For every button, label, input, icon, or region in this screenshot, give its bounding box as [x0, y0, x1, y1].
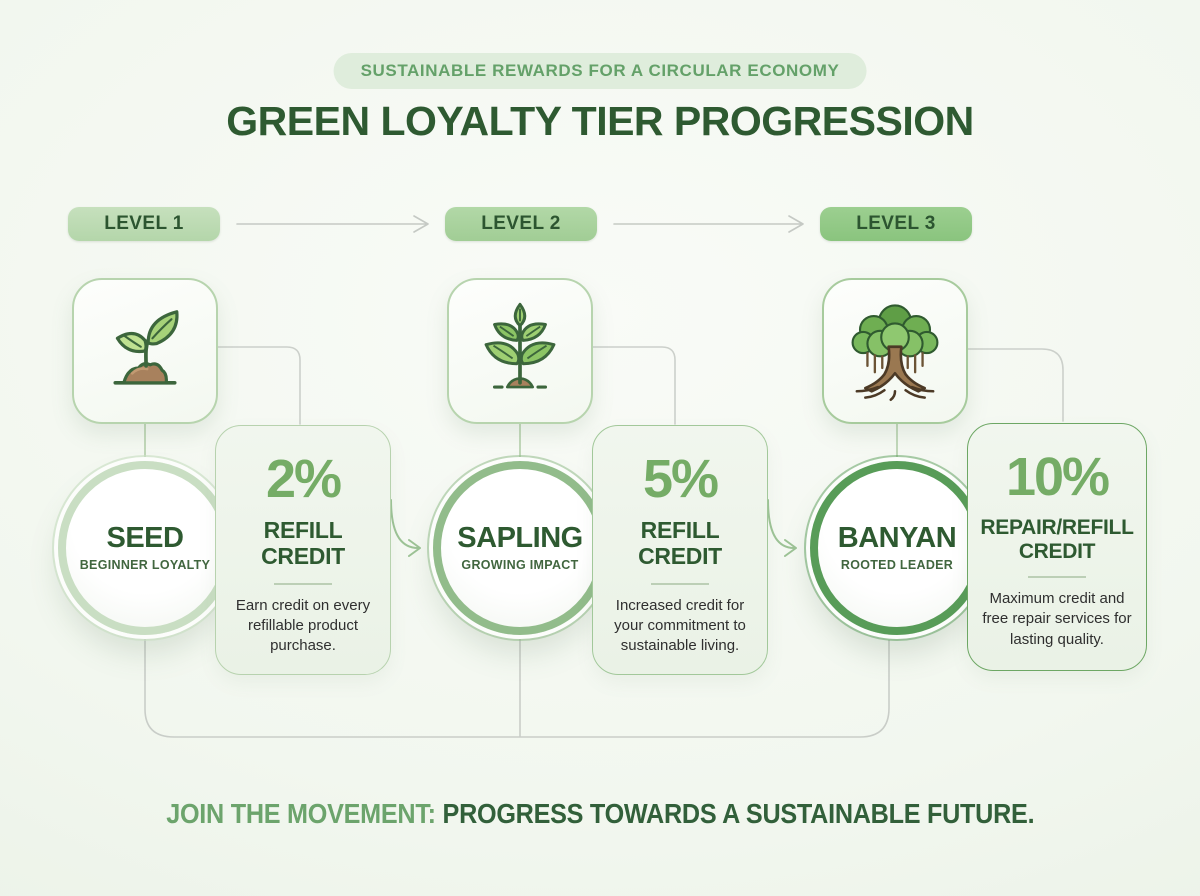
- card-to-circle-arrow-2-icon: [767, 499, 797, 557]
- tier1-subtitle: BEGINNER LOYALTY: [79, 558, 211, 572]
- level-3-pill: LEVEL 3: [820, 207, 972, 241]
- tier3-circle: BANYAN ROOTED LEADER: [810, 461, 984, 635]
- bottom-loop-connector: [144, 636, 890, 738]
- level-arrow-1-icon: [236, 215, 429, 233]
- sapling-icon: [484, 302, 556, 389]
- eyebrow-badge: SUSTAINABLE REWARDS FOR A CIRCULAR ECONO…: [333, 53, 867, 89]
- tier3-name: BANYAN: [837, 522, 957, 554]
- divider: [651, 582, 709, 585]
- divider: [1028, 576, 1086, 579]
- tier1-benefit-value: 2%: [265, 449, 342, 509]
- level-2-pill: LEVEL 2: [445, 207, 597, 241]
- tier2-subtitle: GROWING IMPACT: [461, 558, 579, 572]
- tier3-benefit-card: 10% REPAIR/REFILL CREDIT Maximum credit …: [967, 423, 1147, 671]
- tier2-circle: SAPLING GROWING IMPACT: [433, 461, 607, 635]
- tier3-benefit-value: 10%: [1005, 447, 1110, 507]
- icon-to-card-connector-2: [592, 346, 676, 425]
- tier1-icon-card: [72, 278, 218, 424]
- tier2-name: SAPLING: [457, 522, 583, 554]
- tier1-benefit-card: 2% REFILL CREDIT Earn credit on every re…: [215, 425, 391, 675]
- level-arrow-2-icon: [613, 215, 804, 233]
- tier3-icon-card: [822, 278, 968, 424]
- tier2-benefit-value: 5%: [642, 449, 719, 509]
- tier3-benefit-title: REPAIR/REFILL CREDIT: [980, 516, 1134, 563]
- footer-highlight: JOIN THE MOVEMENT:: [165, 798, 436, 829]
- tier1-name: SEED: [106, 522, 184, 554]
- divider: [274, 582, 332, 585]
- tier1-benefit-description: Earn credit on every refillable product …: [235, 596, 371, 655]
- page-title: GREEN LOYALTY TIER PROGRESSION: [226, 98, 974, 144]
- tier2-benefit-title: REFILL CREDIT: [638, 517, 722, 569]
- tier1-circle: SEED BEGINNER LOYALTY: [58, 461, 232, 635]
- card-to-circle-arrow-1-icon: [390, 499, 421, 557]
- icon-to-card-connector-3: [967, 348, 1064, 422]
- tier2-icon-card: [447, 278, 593, 424]
- level-1-pill: LEVEL 1: [68, 207, 220, 241]
- tier2-benefit-description: Increased credit for your commitment to …: [614, 596, 746, 655]
- tier3-subtitle: ROOTED LEADER: [840, 558, 954, 572]
- seed-sprout-icon: [113, 310, 179, 385]
- banyan-tree-icon: [851, 304, 939, 402]
- footer-message: PROGRESS TOWARDS A SUSTAINABLE FUTURE.: [442, 798, 1035, 829]
- tier2-benefit-card: 5% REFILL CREDIT Increased credit for yo…: [592, 425, 768, 675]
- tier1-benefit-title: REFILL CREDIT: [261, 517, 345, 569]
- tier3-benefit-description: Maximum credit and free repair services …: [982, 590, 1132, 648]
- footer-tagline: JOIN THE MOVEMENT: PROGRESS TOWARDS A SU…: [0, 798, 1200, 830]
- icon-to-card-connector-1: [217, 346, 301, 425]
